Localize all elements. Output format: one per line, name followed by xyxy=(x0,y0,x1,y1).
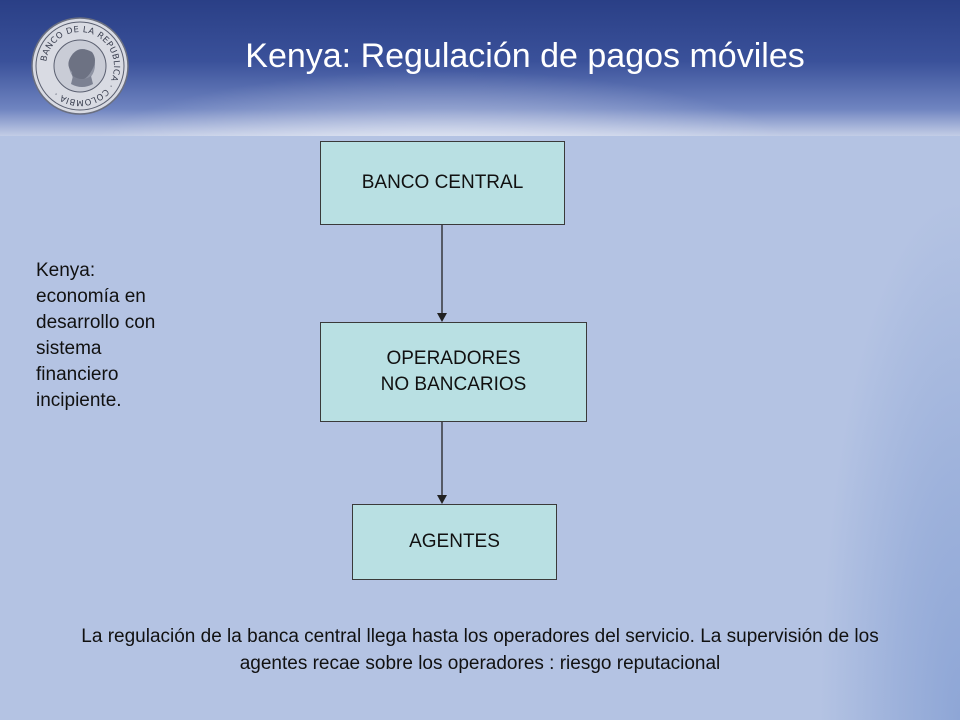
side-note-kenya: Kenya: economía en desarrollo con sistem… xyxy=(36,260,156,411)
node-banco-central-label: BANCO CENTRAL xyxy=(361,172,524,193)
node-operadores-label-line2: NO BANCARIOS xyxy=(380,374,527,395)
slide-title: Kenya: Regulación de pagos móviles xyxy=(245,37,805,75)
node-operadores-no-bancarios: OPERADORES NO BANCARIOS xyxy=(320,322,587,422)
node-operadores-label-line1: OPERADORES xyxy=(386,348,521,369)
node-banco-central: BANCO CENTRAL xyxy=(320,141,565,225)
footer-caption: La regulación de la banca central llega … xyxy=(81,626,879,674)
node-agentes: AGENTES xyxy=(352,504,557,580)
node-agentes-label: AGENTES xyxy=(409,531,500,552)
header-band xyxy=(0,0,960,136)
banco-de-la-republica-colombia-seal-icon: BANCO DE LA REPUBLICA · COLOMBIA · xyxy=(31,17,129,115)
